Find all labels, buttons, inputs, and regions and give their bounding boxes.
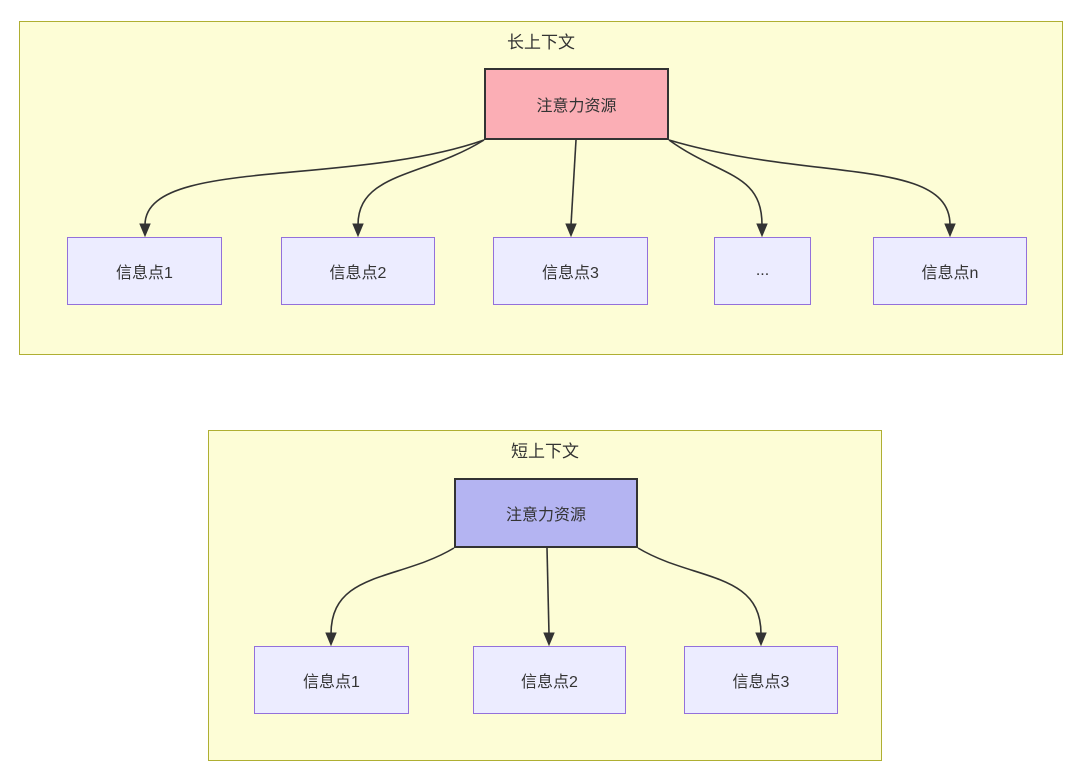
arrowhead-info2-icon <box>543 632 555 647</box>
attention-node-short-label: 注意力资源 <box>505 507 586 524</box>
attention-node-long: 注意力资源 <box>484 68 669 140</box>
arrowhead-info1-icon <box>325 632 337 647</box>
arrowhead-info3-icon <box>755 632 767 647</box>
info-node-label: 信息点n <box>921 265 979 282</box>
edge-attention-to-info1 <box>330 547 455 635</box>
info-node-short-1: 信息点1 <box>254 646 409 714</box>
info-node-label: 信息点2 <box>329 265 387 282</box>
attention-node-short: 注意力资源 <box>454 478 638 548</box>
arrowhead-info3-icon <box>565 223 577 238</box>
edge-attention-to-info2 <box>546 547 550 635</box>
info-node-label: 信息点1 <box>116 265 173 282</box>
cluster-short-context: 短上下文 注意力资源 信息点1 信息点2 信息点3 <box>208 430 882 761</box>
info-node-long-ellipsis: ... <box>714 237 811 305</box>
edge-attention-to-info3 <box>637 547 762 635</box>
cluster-long-title: 长上下文 <box>507 33 575 52</box>
info-node-label: 信息点3 <box>542 265 599 282</box>
info-node-label: 信息点3 <box>732 674 790 691</box>
edge-attention-to-info1 <box>144 139 485 226</box>
arrowhead-info4-icon <box>756 223 768 238</box>
edge-attention-to-info5 <box>668 139 951 226</box>
edge-attention-to-info3 <box>570 139 577 226</box>
arrowhead-info2-icon <box>352 223 364 238</box>
info-node-long-1: 信息点1 <box>67 237 222 305</box>
arrowhead-info5-icon <box>944 223 956 238</box>
info-node-label: 信息点2 <box>521 674 578 691</box>
info-node-long-2: 信息点2 <box>281 237 435 305</box>
cluster-long-context: 长上下文 注意力资源 信息点1 信息点2 信息点3 ... 信息点n <box>19 21 1063 355</box>
edge-attention-to-info2 <box>357 139 485 226</box>
attention-node-long-label: 注意力资源 <box>536 98 617 115</box>
info-node-label: ... <box>755 262 770 279</box>
arrowhead-info1-icon <box>139 223 151 238</box>
edge-attention-to-info4 <box>668 139 763 226</box>
cluster-short-title: 短上下文 <box>511 442 579 461</box>
info-node-label: 信息点1 <box>303 674 360 691</box>
info-node-long-3: 信息点3 <box>493 237 648 305</box>
info-node-long-n: 信息点n <box>873 237 1027 305</box>
info-node-short-2: 信息点2 <box>473 646 626 714</box>
info-node-short-3: 信息点3 <box>684 646 838 714</box>
